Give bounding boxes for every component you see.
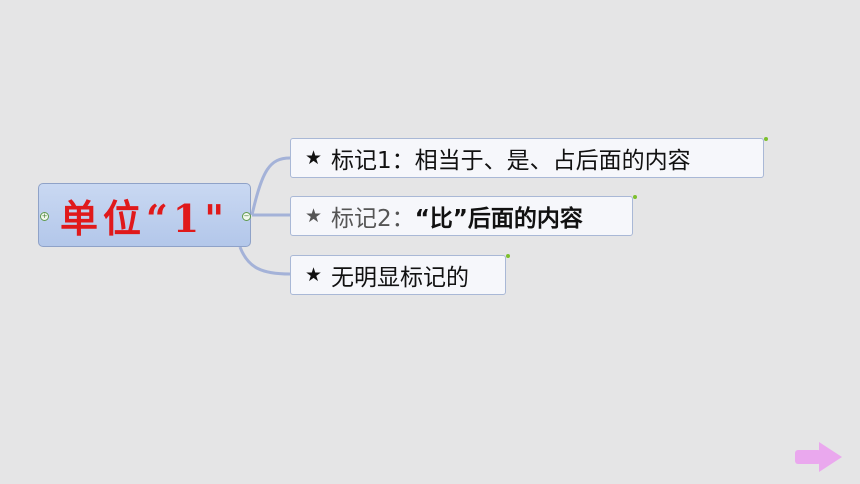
branch-marker-2[interactable]: ★ 标记2： “比”后面的内容 [290, 195, 637, 236]
root-topic[interactable]: + 单位“1" − [38, 183, 251, 247]
marker-dot-icon [633, 195, 637, 199]
branch-label: 无明显标记的 [331, 265, 470, 291]
star-icon: ★ [305, 147, 323, 169]
branch-label-prefix: 标记2： [331, 206, 415, 232]
star-icon: ★ [305, 205, 323, 227]
branch-label: 标记1：相当于、是、占后面的内容 [331, 148, 691, 174]
branch-label-bold: “比”后面的内容 [414, 206, 583, 232]
connector-branch-1 [250, 156, 291, 216]
connector-branch-3 [238, 246, 291, 276]
branch-no-marker[interactable]: ★ 无明显标记的 [290, 254, 510, 295]
collapse-minus-icon[interactable]: − [242, 212, 251, 221]
expand-plus-icon[interactable]: + [40, 212, 49, 221]
root-topic-label: 单位“1" [59, 195, 230, 241]
right-arrow-icon[interactable] [795, 441, 843, 473]
marker-dot-icon [764, 137, 768, 141]
marker-dot-icon [506, 254, 510, 258]
branch-marker-1[interactable]: ★ 标记1：相当于、是、占后面的内容 [290, 137, 768, 178]
star-icon: ★ [305, 264, 323, 286]
